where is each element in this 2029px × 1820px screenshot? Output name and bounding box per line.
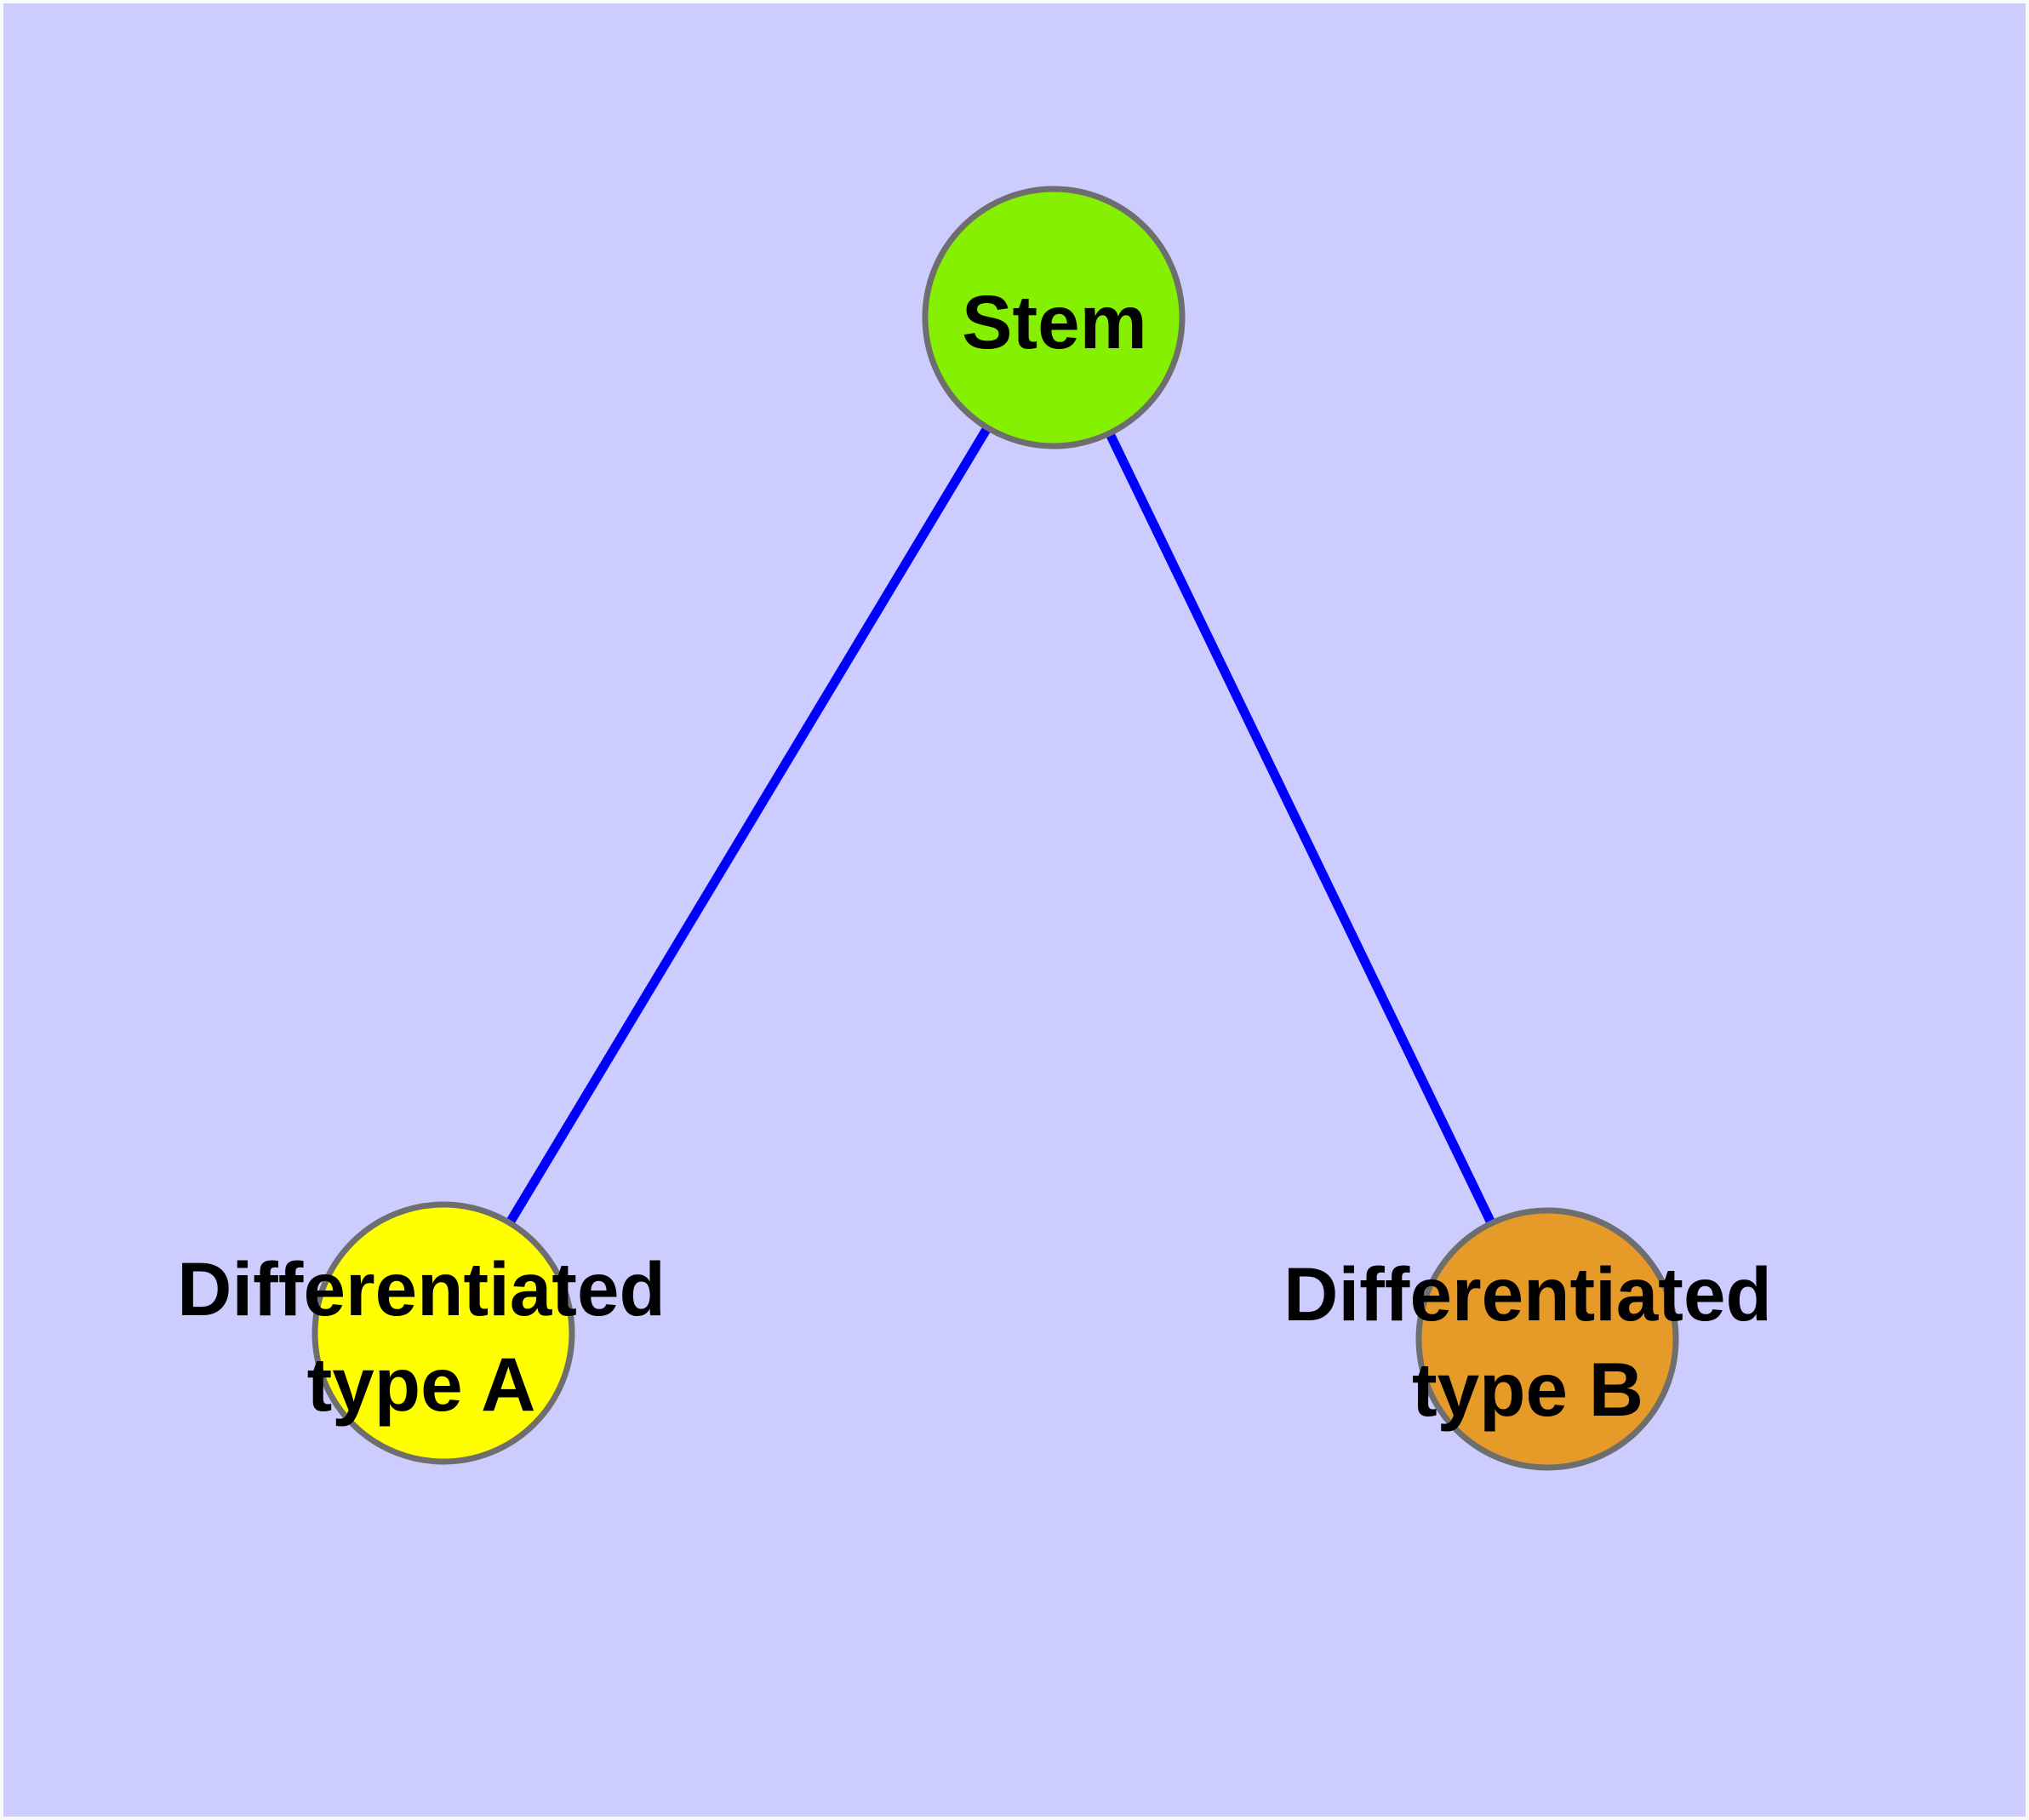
node-differentiated-type-b (1415, 1207, 1679, 1471)
node-differentiated-type-a-label-line-2: type A (307, 1342, 536, 1427)
node-differentiated-type-b-label-line-1: Differentiated (1283, 1251, 1772, 1336)
node-stem-label-line-1: Stem (962, 279, 1147, 364)
edge-stem-to-type-a (439, 315, 1058, 1336)
node-differentiated-type-a-label-line-1: Differentiated (177, 1246, 666, 1331)
node-differentiated-type-a (311, 1201, 575, 1465)
node-stem (922, 186, 1186, 449)
edge-stem-to-type-b (1049, 315, 1552, 1342)
node-differentiated-type-b-label-line-2: type B (1412, 1347, 1643, 1432)
